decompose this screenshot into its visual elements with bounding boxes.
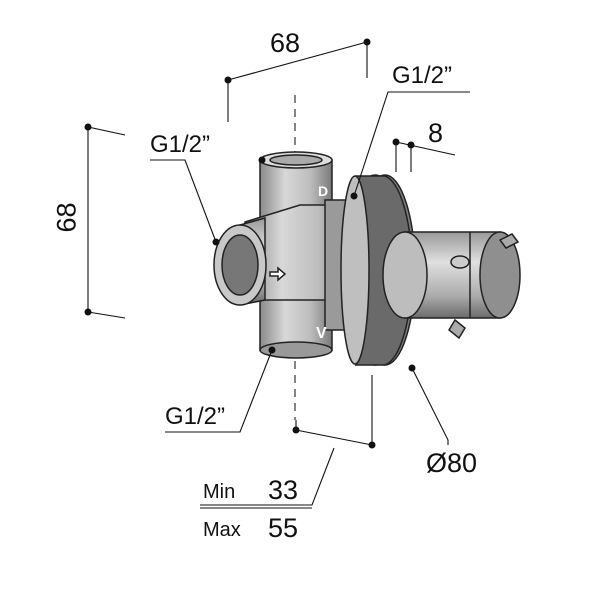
valve-body: D V [213, 151, 361, 359]
dimension-dots [84, 38, 416, 449]
spacing-dimension: 8 [428, 118, 444, 148]
max-value: 55 [268, 513, 299, 543]
min-value: 33 [268, 475, 299, 505]
thermostat-handle [382, 231, 521, 340]
svg-text:V: V [316, 325, 327, 342]
top-right-thread-label: G1/2” [392, 62, 453, 89]
left-height-dimension: 68 [51, 202, 82, 233]
top-width-dimension: 68 [270, 28, 301, 58]
left-thread-label: G1/2” [150, 131, 211, 158]
svg-text:D: D [318, 183, 328, 199]
dimension-lines [87, 41, 470, 509]
diameter-dimension: Ø80 [426, 448, 478, 478]
bottom-thread-label: G1/2” [165, 403, 226, 430]
min-label: Min [203, 481, 236, 503]
max-label: Max [203, 519, 241, 541]
